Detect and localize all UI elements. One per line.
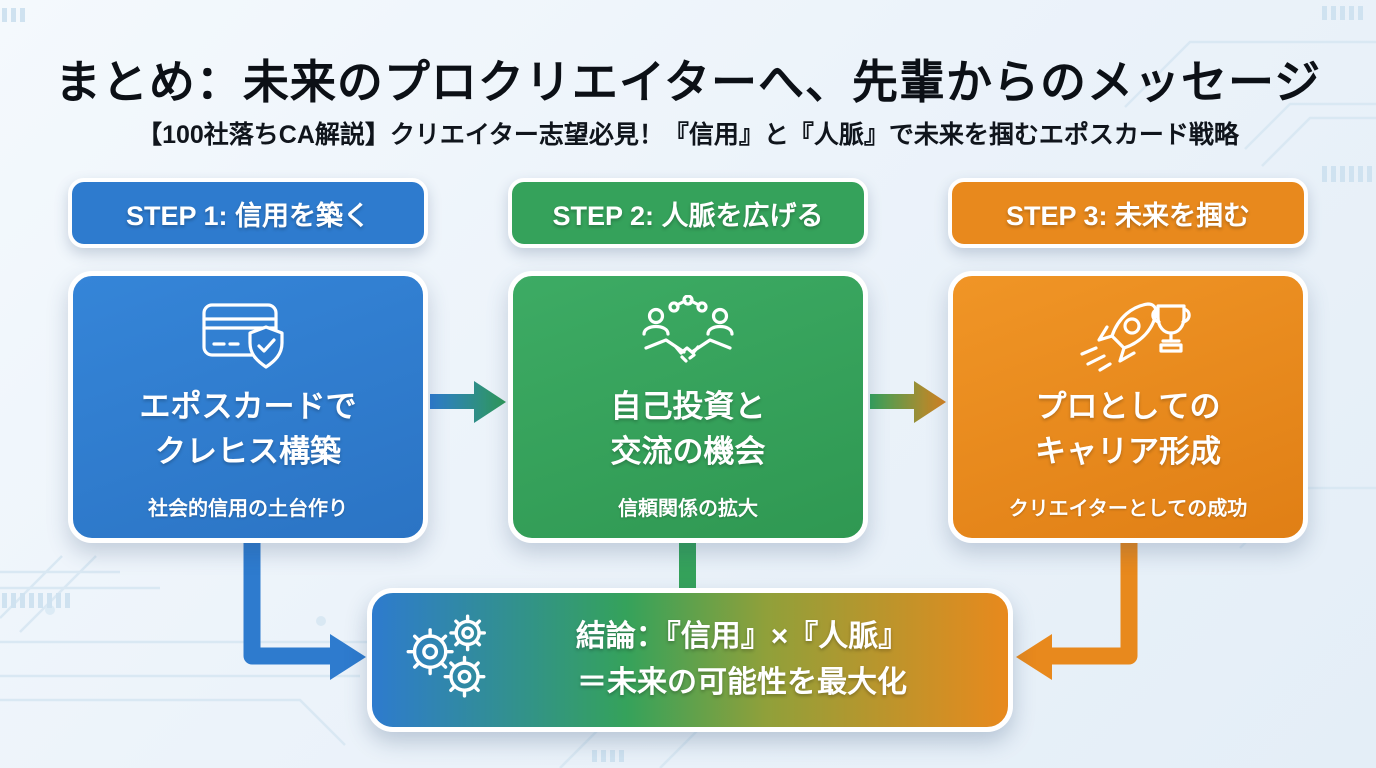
- arrow-step1-to-conclusion: [243, 538, 366, 680]
- step-2-card-subtitle: 信頼関係の拡大: [618, 497, 758, 520]
- step-2-card-title: 自己投資と 交流の機会: [610, 389, 766, 469]
- page-subtitle: 【100社落ちCA解説】クリエイター志望必見！『信用』と『人脈』で未来を掴むエポ…: [137, 121, 1239, 149]
- step-3-header: STEP 3: 未来を掴む: [948, 178, 1308, 248]
- conclusion-line-2: ＝未来の可能性を最大化: [577, 666, 907, 699]
- rocket-trophy-icon: [1062, 293, 1194, 379]
- gear-small-bottom: [445, 657, 484, 696]
- handshake-network-icon: [640, 293, 736, 379]
- arrow-step2-to-step3: [870, 381, 946, 423]
- gear-large: [408, 630, 452, 674]
- step-1-card-title: エポスカードで クレヒス構築: [139, 389, 357, 469]
- step-1-card: エポスカードで クレヒス構築 社会的信用の土台作り: [68, 271, 428, 543]
- conclusion-box: 結論：『信用』×『人脈』 ＝未来の可能性を最大化: [367, 588, 1013, 732]
- step-3-column: STEP 3: 未来を掴む プロとしての キャリア: [948, 178, 1308, 543]
- step-2-column: STEP 2: 人脈を広げる 自己投資と 交流の機会 信頼関係の拡大: [508, 178, 868, 543]
- step-2-header-label: STEP 2: 人脈を広げる: [552, 200, 824, 231]
- step-1-header: STEP 1: 信用を築く: [68, 178, 428, 248]
- conclusion-text: 結論：『信用』×『人脈』 ＝未来の可能性を最大化: [502, 614, 1008, 707]
- step-3-card: プロとしての キャリア形成 クリエイターとしての成功: [948, 271, 1308, 543]
- step-2-card: 自己投資と 交流の機会 信頼関係の拡大: [508, 271, 868, 543]
- step-3-header-label: STEP 3: 未来を掴む: [1005, 200, 1251, 231]
- arrow-step3-to-conclusion: [1016, 538, 1138, 680]
- step-3-card-title: プロとしての キャリア形成: [1035, 389, 1221, 469]
- gears-icon: [402, 610, 502, 710]
- arrow-step1-to-step2: [430, 381, 506, 423]
- step-1-header-label: STEP 1: 信用を築く: [125, 200, 371, 231]
- step-1-column: STEP 1: 信用を築く エポスカードで クレヒス構築 社会的信用の土台作り: [68, 178, 428, 543]
- connector-step2-to-conclusion: [679, 540, 696, 592]
- conclusion-line-1: 結論：『信用』×『人脈』: [575, 619, 909, 653]
- page-title: まとめ：未来のプロクリエイターへ、先輩からのメッセージ: [54, 56, 1322, 108]
- step-1-card-subtitle: 社会的信用の土台作り: [148, 497, 348, 520]
- step-3-card-subtitle: クリエイターとしての成功: [1008, 497, 1248, 520]
- step-2-header: STEP 2: 人脈を広げる: [508, 178, 868, 248]
- credit-card-shield-icon: [200, 293, 296, 379]
- gear-small-top: [451, 616, 484, 649]
